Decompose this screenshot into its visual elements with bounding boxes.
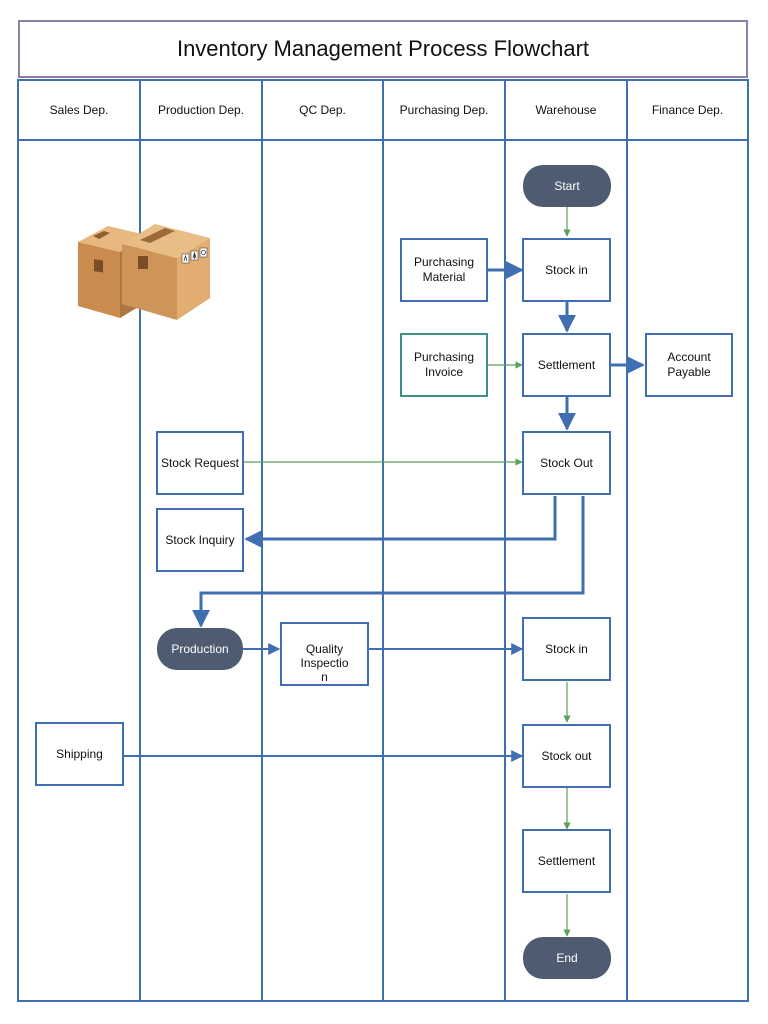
lane-header-sales: Sales Dep. [49,103,109,117]
node-purchasing-material[interactable]: Purchasing Material [400,238,488,302]
cardboard-boxes-icon [78,224,210,320]
node-shipping[interactable]: Shipping [35,722,124,786]
node-settlement-1[interactable]: Settlement [522,333,611,397]
node-stock-out-1[interactable]: Stock Out [522,431,611,495]
node-settlement-2[interactable]: Settlement [522,829,611,893]
node-stock-inquiry[interactable]: Stock Inquiry [156,508,244,572]
node-stock-in-2[interactable]: Stock in [522,617,611,681]
connectors [123,207,645,937]
node-account-payable[interactable]: Account Payable [645,333,733,397]
page-title: Inventory Management Process Flowchart [18,20,748,78]
node-quality-inspection[interactable]: Quality Inspectio n [280,622,369,686]
lane-header-qc: QC Dep. [299,103,346,117]
node-end[interactable]: End [523,937,611,979]
lane-header-production: Production Dep. [157,103,245,117]
node-purchasing-invoice[interactable]: Purchasing Invoice [400,333,488,397]
lane-header-purchasing: Purchasing Dep. [399,103,489,117]
node-production[interactable]: Production [157,628,243,670]
connector-stockout-inquiry [244,496,557,548]
node-stock-out-2[interactable]: Stock out [522,724,611,788]
swimlane-grid [17,79,749,1002]
lane-header-warehouse: Warehouse [535,103,597,117]
connector-stockout-production [192,496,585,628]
lane-header-finance: Finance Dep. [651,103,724,117]
node-stock-in-1[interactable]: Stock in [522,238,611,302]
node-start[interactable]: Start [523,165,611,207]
node-stock-request[interactable]: Stock Request [156,431,244,495]
